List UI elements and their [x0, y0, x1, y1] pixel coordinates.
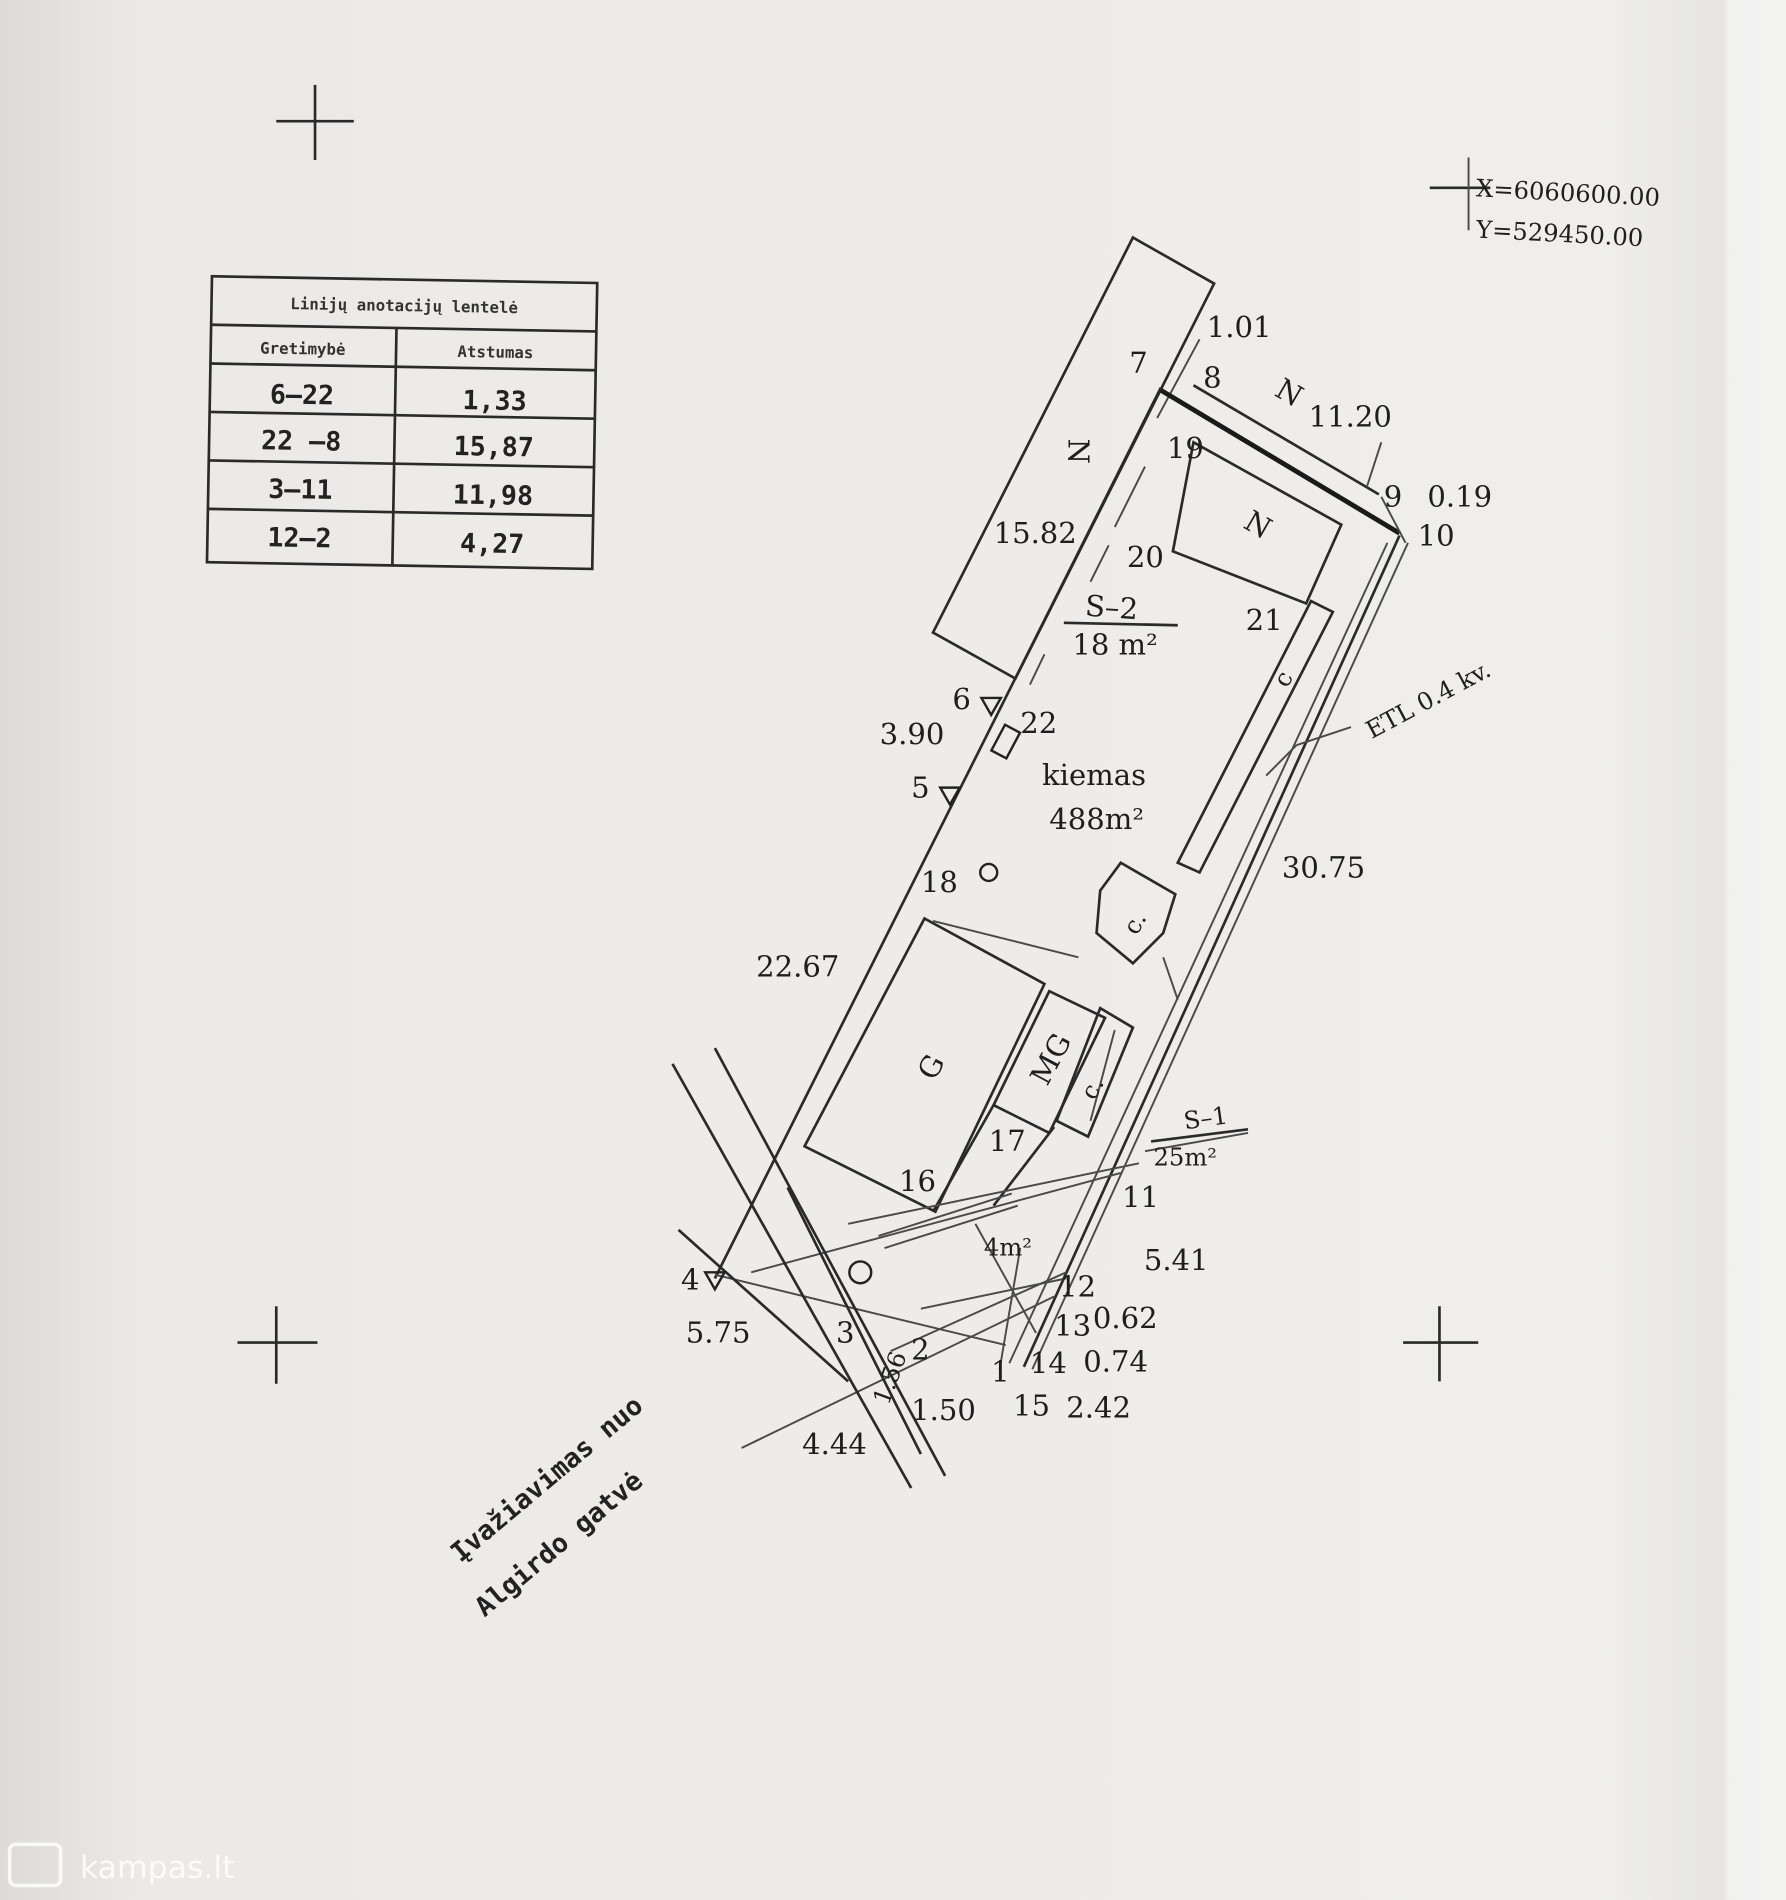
table-cell: 15,87	[453, 431, 534, 463]
registration-cross-icon	[276, 84, 354, 160]
point-label: 12	[1059, 1270, 1096, 1304]
servitude-area: 18 m²	[1072, 627, 1157, 661]
servitude-label: S–2	[1084, 589, 1139, 627]
point-label: 7	[1129, 346, 1148, 380]
point-label: 16	[899, 1164, 936, 1198]
table-cell: 3–11	[268, 474, 333, 506]
table-header-distance: Atstumas	[457, 342, 533, 362]
point-label: 8	[1203, 361, 1222, 395]
point-label: 9	[1384, 480, 1403, 514]
servitude-label: S–1	[1182, 1101, 1230, 1135]
yard-area: 488m²	[1049, 802, 1144, 836]
point-label: 19	[1167, 431, 1204, 465]
point-label: 18	[921, 865, 958, 899]
point-label: 14	[1030, 1346, 1067, 1380]
point-label: 2	[911, 1333, 930, 1367]
point-label: 4	[681, 1262, 700, 1296]
point-label: 6	[952, 682, 971, 716]
distance-label: 2.42	[1066, 1391, 1131, 1425]
distance-label: 4.44	[802, 1427, 867, 1461]
point-label: 3	[836, 1316, 855, 1350]
plot-geometry	[671, 235, 1409, 1489]
point-label: 1	[991, 1354, 1010, 1388]
table-header-neighbour: Gretimybė	[260, 338, 346, 358]
point-label: 15	[1013, 1388, 1050, 1422]
distance-label: 5.41	[1144, 1243, 1209, 1277]
table-cell: 4,27	[460, 528, 525, 560]
point-label: 22	[1020, 706, 1057, 740]
table-cell: 6–22	[270, 379, 335, 411]
distance-label: 0.74	[1083, 1345, 1148, 1379]
registration-cross-icon	[1403, 1306, 1479, 1382]
distance-label: 0.62	[1093, 1301, 1158, 1335]
table-title: Linijų anotacijų lentelė	[290, 294, 518, 317]
table-cell: 11,98	[453, 479, 534, 511]
point-label: 20	[1127, 540, 1164, 574]
distance-label: 3.90	[880, 717, 945, 751]
distance-label: 5.75	[686, 1316, 751, 1350]
distance-label: 0.19	[1427, 480, 1492, 514]
distance-label: 30.75	[1282, 850, 1365, 884]
point-label: 13	[1054, 1308, 1091, 1342]
distance-label: 11.20	[1309, 400, 1392, 434]
building-label: N	[1062, 439, 1096, 464]
servitude-area: 25m²	[1154, 1144, 1217, 1172]
table-cell: 22 –8	[261, 425, 342, 457]
point-label: 11	[1122, 1180, 1159, 1214]
svg-text:kampas.lt: kampas.lt	[80, 1850, 235, 1886]
distance-label: 1.50	[911, 1393, 976, 1427]
point-label: 5	[911, 770, 930, 804]
table-cell: 1,33	[462, 385, 527, 417]
yard-label: kiemas	[1042, 758, 1146, 792]
distance-label: 1.01	[1207, 310, 1272, 344]
annotation-table: Linijų anotacijų lentelė Gretimybė Atstu…	[205, 274, 599, 571]
registration-cross-icon	[237, 1306, 318, 1384]
point-label: 21	[1246, 603, 1283, 637]
point-label: 17	[989, 1124, 1026, 1158]
small-area: 4m²	[984, 1233, 1032, 1261]
table-cell: 12–2	[267, 522, 332, 554]
distance-label: 15.82	[994, 516, 1077, 550]
kampas-watermark-logo: kampas.lt	[7, 1842, 235, 1888]
distance-label: 22.67	[756, 950, 839, 984]
point-marker-icons	[703, 696, 1022, 1292]
point-label: 10	[1418, 518, 1455, 552]
